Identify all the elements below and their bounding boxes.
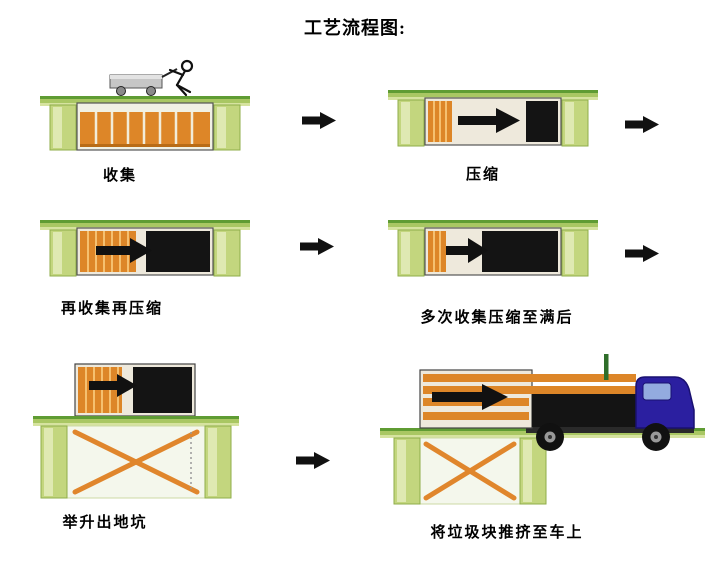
- push-direction-arrow-icon: [458, 108, 520, 133]
- flow-arrow-icon: [296, 452, 330, 469]
- garbage-block: [146, 231, 210, 272]
- worker-icon: [168, 59, 194, 97]
- ground-surface: [33, 416, 239, 426]
- stage-full-graphic: [388, 220, 598, 277]
- flow-arrow-icon: [625, 245, 659, 262]
- flow-arrow-icon: [300, 238, 334, 255]
- truck-wheel-icon: [642, 423, 670, 451]
- push-direction-arrow-icon: [96, 238, 152, 263]
- stage-label-recollect: 再收集再压缩: [60, 301, 163, 317]
- compactor-container: [74, 363, 196, 417]
- garbage-cart-icon: [109, 68, 178, 96]
- truck-exhaust-icon: [604, 354, 609, 380]
- stage-label-truck: 将垃圾块推挤至车上: [430, 525, 584, 541]
- flow-arrow-icon: [625, 116, 659, 133]
- scissor-lift-icon: [423, 441, 517, 501]
- garbage-block: [482, 231, 558, 272]
- push-direction-arrow-icon: [432, 384, 508, 410]
- stage-label-full: 多次收集压缩至满后: [420, 310, 574, 326]
- stage-lift-graphic: [33, 363, 239, 499]
- compactor-container: [76, 102, 214, 151]
- garbage-block: [526, 101, 558, 142]
- stage-label-lift: 举升出地坑: [62, 515, 148, 531]
- stage-compress-graphic: [388, 90, 598, 147]
- truck-window: [642, 382, 672, 401]
- stage-recollect-graphic: [40, 220, 250, 277]
- garbage-block: [133, 367, 192, 413]
- truck-wheel-icon: [536, 423, 564, 451]
- truck-bed: [526, 427, 694, 433]
- truck-cab-icon: [635, 376, 695, 429]
- flow-arrow-icon: [302, 112, 336, 129]
- stage-label-collect: 收集: [102, 168, 137, 184]
- stage-collect-graphic: [40, 59, 250, 151]
- compactor-container: [424, 227, 562, 276]
- compactor-container: [76, 227, 214, 276]
- push-direction-arrow-icon: [446, 238, 488, 263]
- push-direction-arrow-icon: [89, 374, 137, 397]
- stage-truck-graphic: [380, 354, 705, 505]
- stage-label-compress: 压缩: [465, 167, 500, 183]
- page-title: 工艺流程图:: [304, 18, 406, 38]
- scissor-lift-icon: [72, 429, 200, 495]
- compactor-container: [424, 97, 562, 146]
- garbage-block: [532, 394, 638, 427]
